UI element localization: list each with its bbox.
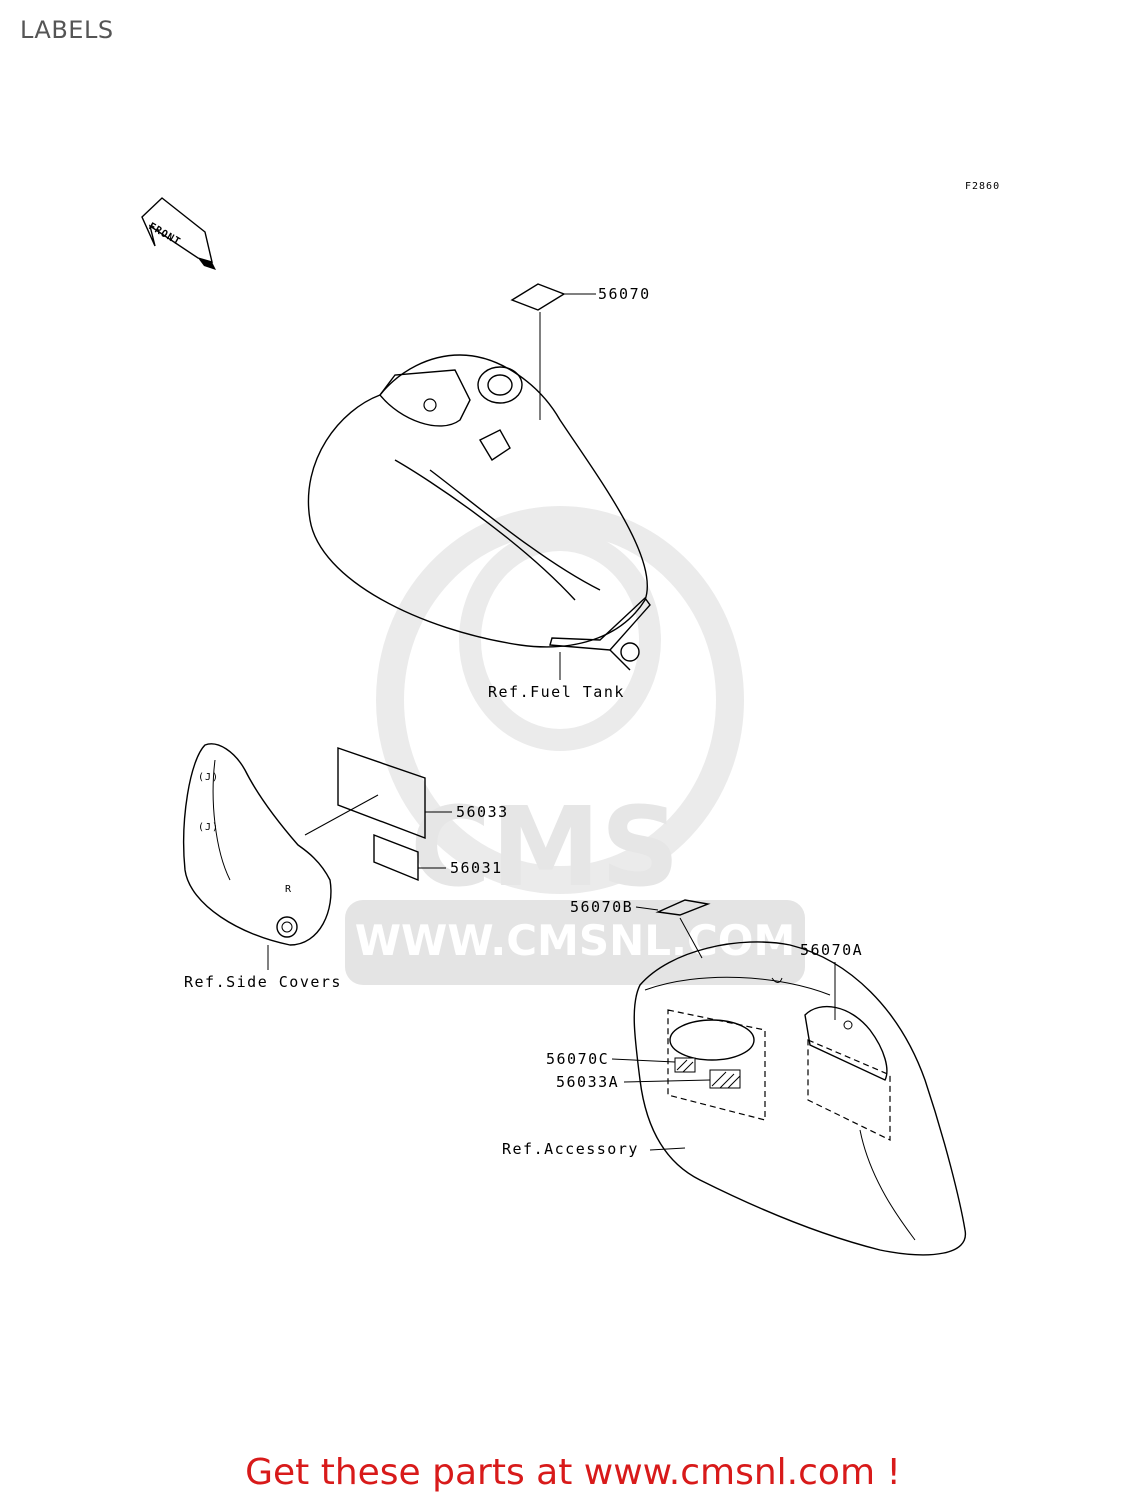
part-number-56070b: 56070B bbox=[570, 898, 633, 916]
accessory-drawing bbox=[611, 917, 966, 1256]
page-title: LABELS bbox=[20, 16, 114, 44]
label-56031-sticker bbox=[373, 833, 419, 882]
fuel-tank-drawing bbox=[307, 354, 651, 680]
part-number-56070: 56070 bbox=[598, 285, 651, 303]
ref-fuel-tank: Ref.Fuel Tank bbox=[488, 683, 625, 701]
part-number-56070a: 56070A bbox=[800, 941, 863, 959]
ref-side-covers: Ref.Side Covers bbox=[184, 973, 342, 991]
figure-code: F2860 bbox=[965, 181, 1000, 192]
watermark-url: WWW.CMSNL.COM bbox=[355, 916, 796, 965]
ref-accessory: Ref.Accessory bbox=[502, 1140, 639, 1158]
hatched-labels bbox=[674, 1057, 741, 1089]
svg-text:(J): (J) bbox=[198, 772, 219, 783]
side-cover-drawing: (J) (J) R bbox=[183, 743, 379, 970]
label-56033-sticker bbox=[337, 747, 426, 840]
part-number-56033a: 56033A bbox=[556, 1073, 619, 1091]
watermark-brand: CMS bbox=[410, 783, 679, 911]
part-number-56070c: 56070C bbox=[546, 1050, 609, 1068]
part-number-56031: 56031 bbox=[450, 859, 503, 877]
svg-text:R: R bbox=[285, 884, 292, 895]
cmsnl-watermark: CMS WWW.CMSNL.COM bbox=[345, 506, 805, 985]
label-56070-sticker bbox=[510, 283, 566, 311]
part-number-56033: 56033 bbox=[456, 803, 509, 821]
label-56070b-sticker bbox=[655, 899, 711, 916]
svg-text:(J): (J) bbox=[198, 822, 219, 833]
cta-link[interactable]: Get these parts at www.cmsnl.com ! bbox=[245, 1452, 901, 1493]
front-arrow-icon: FRONT bbox=[141, 197, 216, 270]
